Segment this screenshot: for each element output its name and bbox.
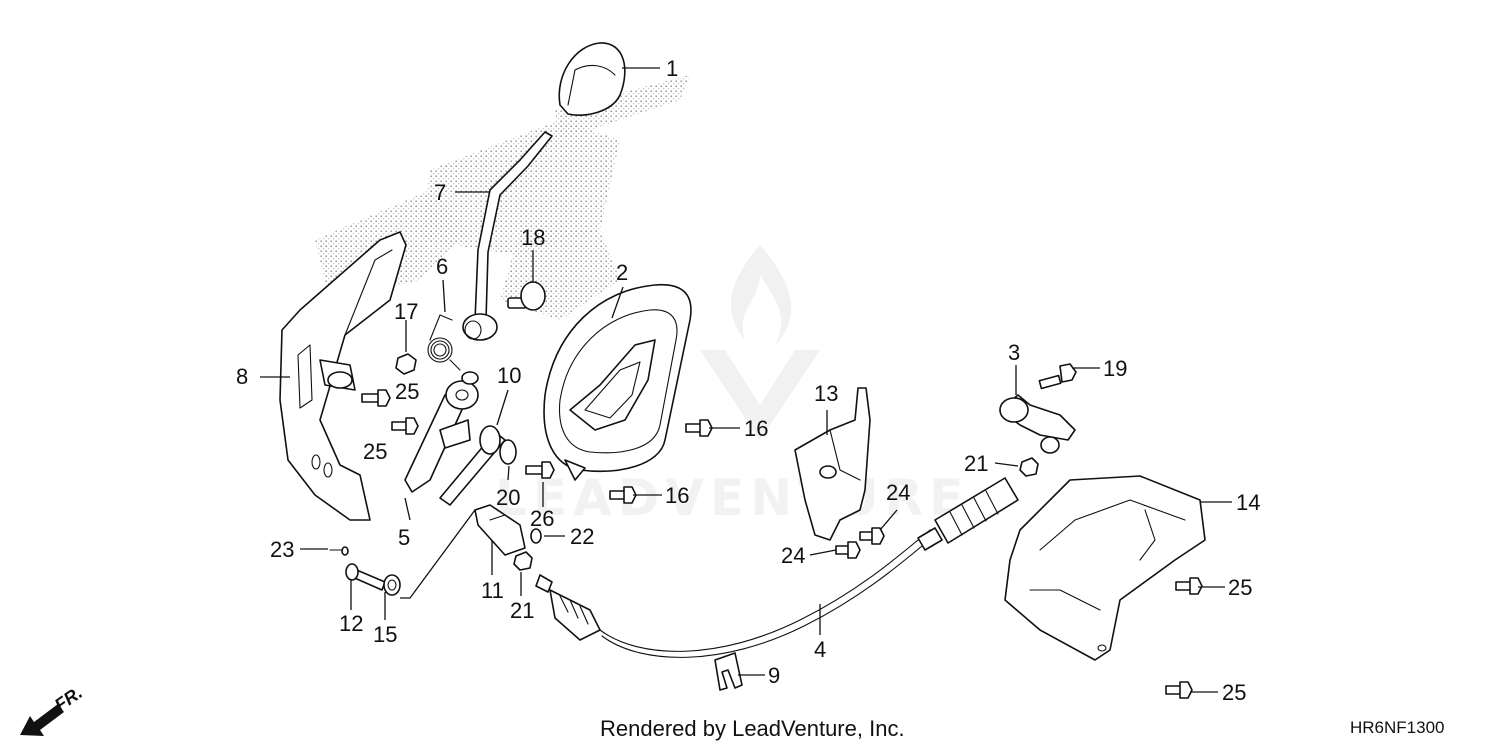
part-16-bolt-upper <box>685 419 713 437</box>
leader-lines <box>260 67 1232 693</box>
callout-17: 17 <box>394 299 418 324</box>
watermark-text: LEADVENTURE <box>495 469 969 527</box>
callout-25-a: 25 <box>395 379 419 404</box>
callout-10: 10 <box>497 363 521 388</box>
leadventure-watermark-logo: LEADVENTURE <box>495 245 969 527</box>
part-24-bolt-a <box>859 527 885 545</box>
callout-2: 2 <box>616 260 628 285</box>
callout-19: 19 <box>1103 356 1127 381</box>
credit-text: Rendered by LeadVenture, Inc. <box>600 716 905 741</box>
part-1-knob <box>558 42 626 116</box>
callout-24-upper: 24 <box>886 480 910 505</box>
callout-21-right: 21 <box>964 451 988 476</box>
callout-26: 26 <box>530 506 554 531</box>
callout-24-lower: 24 <box>781 543 805 568</box>
callout-4: 4 <box>814 637 826 662</box>
callout-5: 5 <box>398 525 410 550</box>
callout-21-left: 21 <box>510 598 534 623</box>
part-12-clevis-pin <box>345 563 386 591</box>
part-17-nut <box>395 353 417 375</box>
part-25-bolt-a <box>361 389 391 407</box>
callout-16-upper: 16 <box>744 416 768 441</box>
callout-20: 20 <box>496 485 520 510</box>
callout-7: 7 <box>434 180 446 205</box>
part-25-bolt-b <box>391 417 419 435</box>
callout-3: 3 <box>1008 340 1020 365</box>
callout-16-lower: 16 <box>665 483 689 508</box>
callout-22: 22 <box>570 524 594 549</box>
part-6-spring <box>427 314 461 371</box>
part-9-cable-clip <box>714 652 743 691</box>
part-18-pivot-bolt <box>507 281 546 311</box>
callout-6: 6 <box>436 254 448 279</box>
part-5-link-arm <box>404 371 479 493</box>
part-14-guard <box>1004 475 1206 661</box>
callout-25-b: 25 <box>363 439 387 464</box>
part-3-shift-arm <box>999 394 1076 454</box>
callout-18: 18 <box>521 225 545 250</box>
part-7-shift-lever <box>462 131 553 341</box>
callout-25-c: 25 <box>1228 575 1252 600</box>
part-21-nut-left <box>513 551 533 571</box>
callout-13: 13 <box>814 381 838 406</box>
part-22-clip <box>530 528 542 544</box>
part-24-bolt-b <box>835 541 861 559</box>
callout-12: 12 <box>339 611 363 636</box>
diagram-code: HR6NF1300 <box>1350 718 1445 737</box>
callout-25-d: 25 <box>1222 680 1246 705</box>
part-2-gate-cover <box>543 283 692 481</box>
callout-8: 8 <box>236 364 248 389</box>
part-8-bracket <box>279 231 407 521</box>
part-26-bolt <box>525 461 555 479</box>
part-21-nut-right <box>1019 457 1039 477</box>
front-direction-arrow-icon: FR. <box>20 682 86 736</box>
part-20-washer <box>499 439 517 465</box>
part-19-bolt <box>1038 363 1077 390</box>
part-23-cotter-pin <box>329 546 349 556</box>
part-15-bushing <box>383 574 401 596</box>
callout-15: 15 <box>373 622 397 647</box>
part-25-bolt-c <box>1175 577 1203 595</box>
callout-1: 1 <box>666 56 678 81</box>
callout-14: 14 <box>1236 490 1260 515</box>
callout-23: 23 <box>270 537 294 562</box>
callout-labels: 1 2 3 4 5 6 7 8 9 10 11 12 13 14 15 16 1… <box>236 56 1260 705</box>
callout-11: 11 <box>481 578 504 603</box>
part-13-bracket <box>794 387 871 541</box>
part-16-bolt-lower <box>609 486 637 504</box>
part-11-cable-bracket <box>474 504 526 556</box>
part-25-bolt-d <box>1165 681 1193 699</box>
callout-9: 9 <box>768 663 780 688</box>
part-4-shift-cable <box>535 477 1019 658</box>
